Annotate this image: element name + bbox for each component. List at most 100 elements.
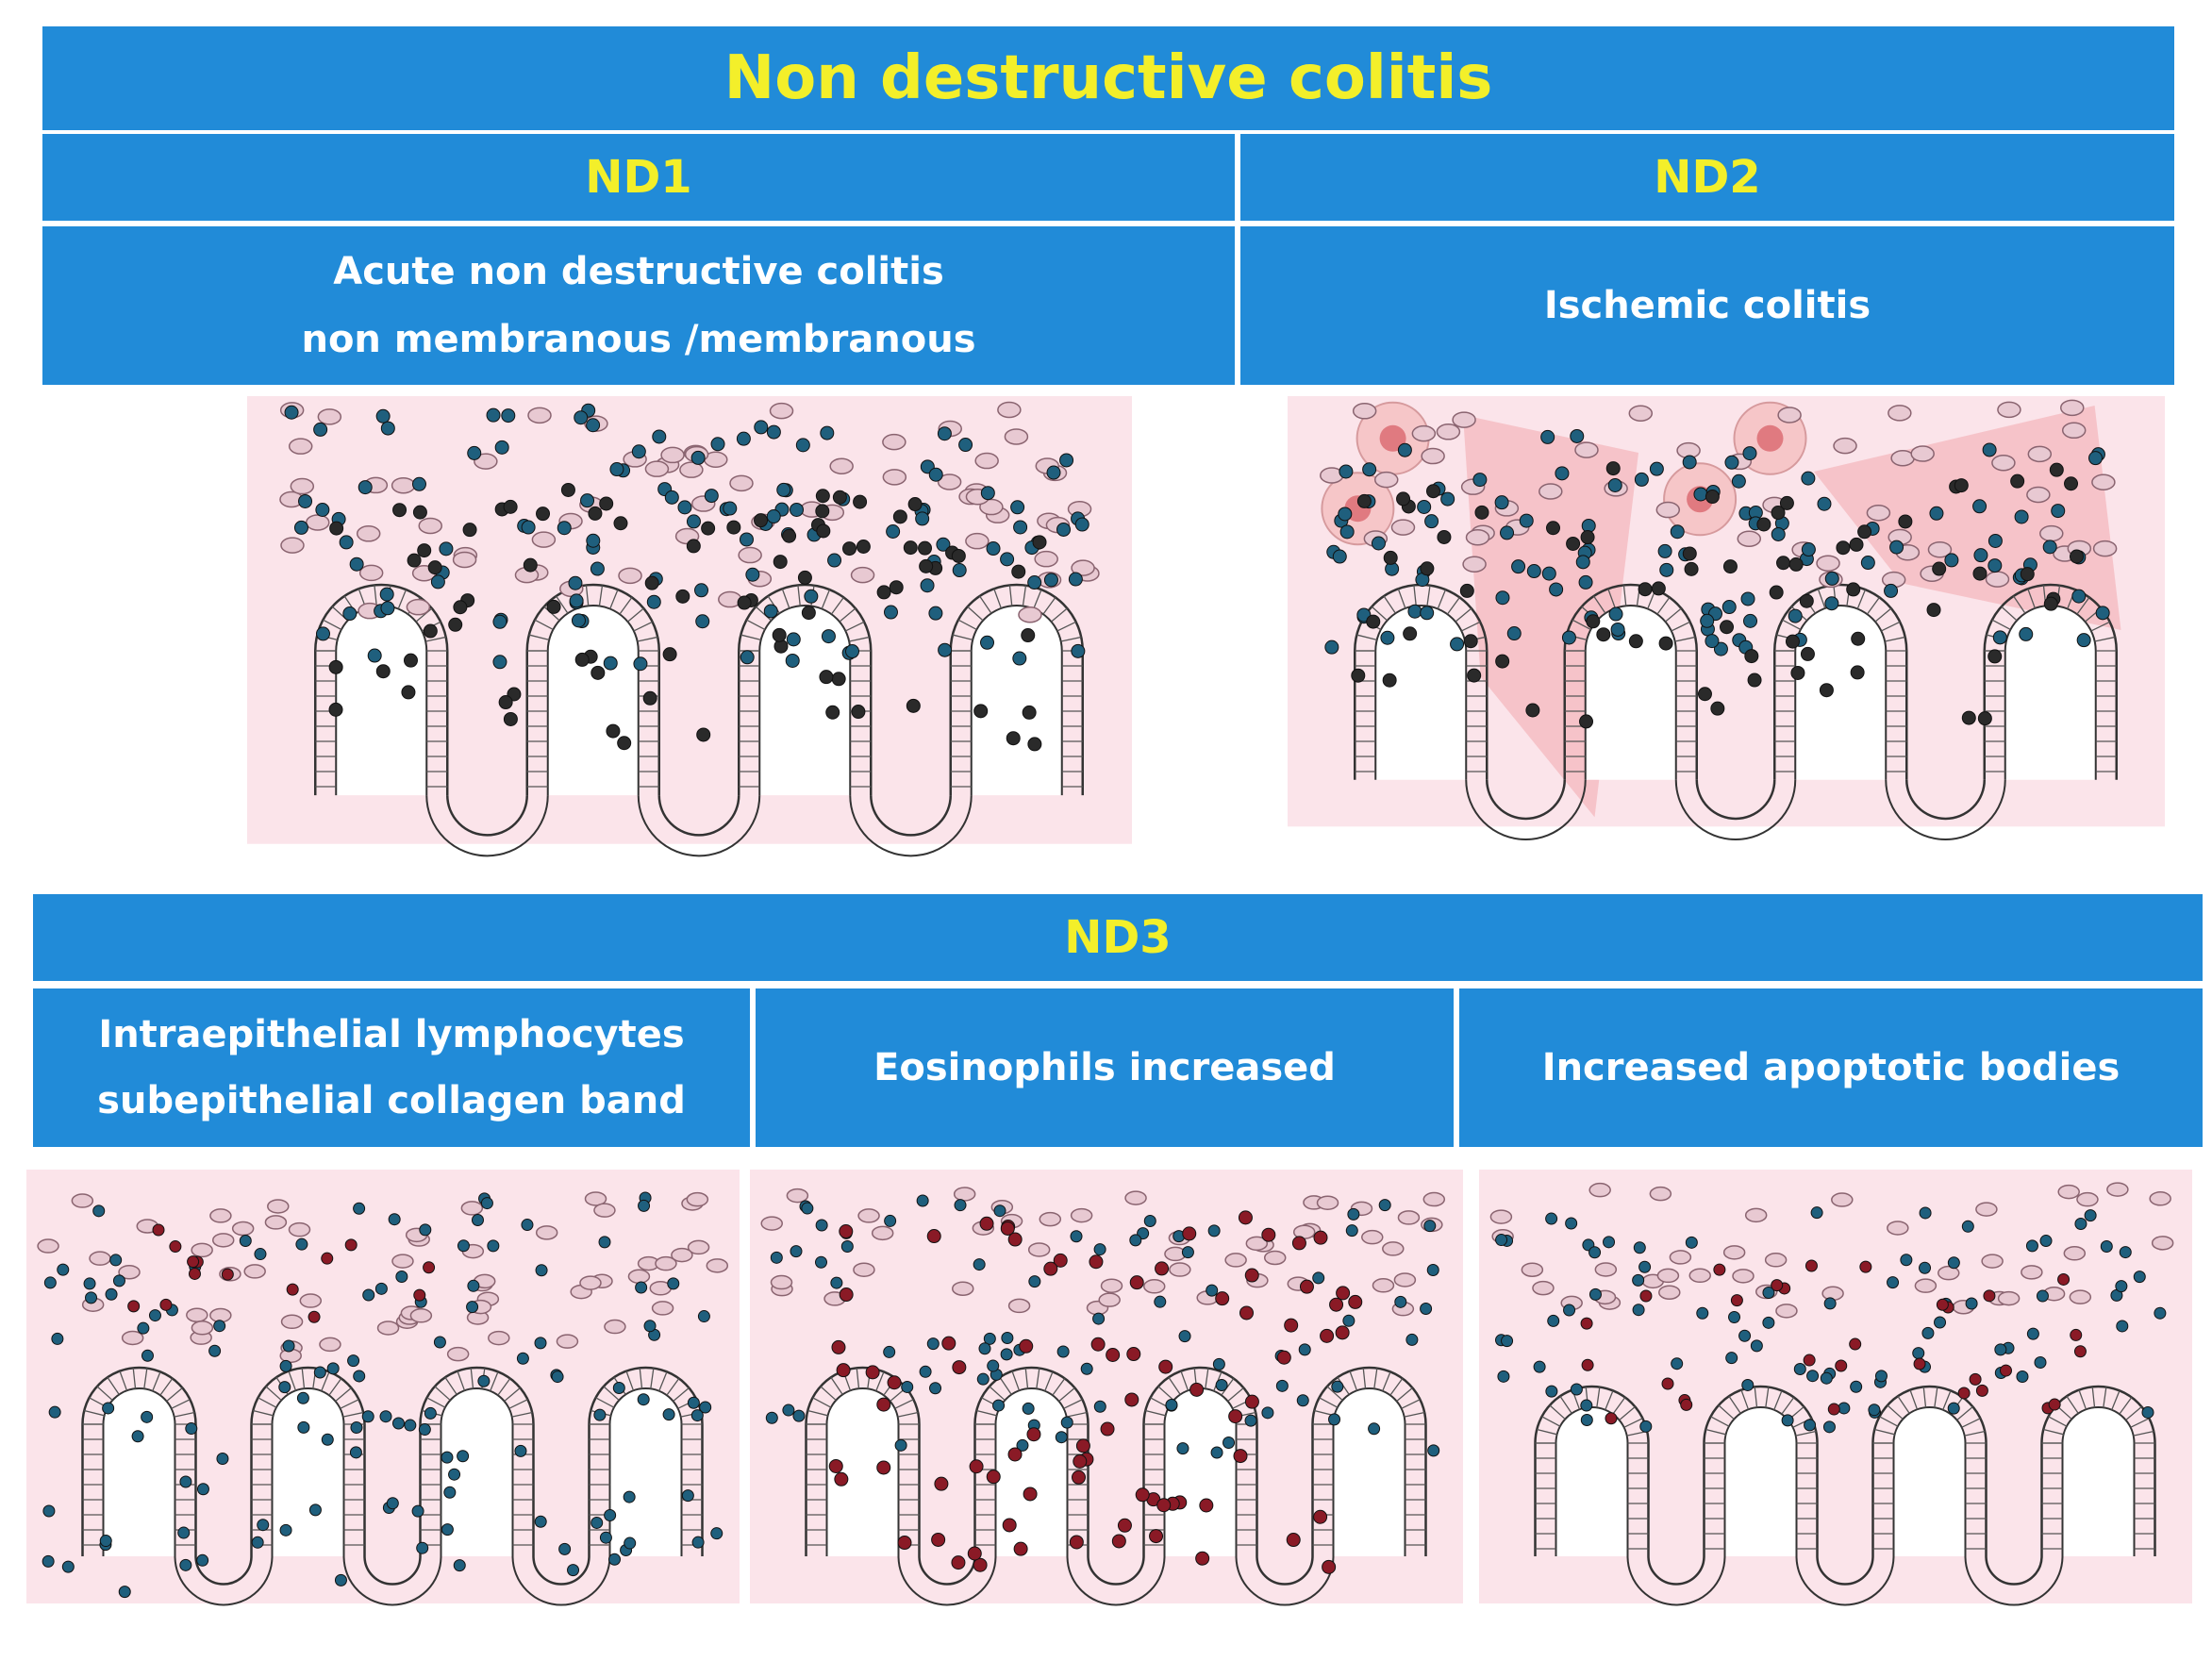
lymphocyte-icon xyxy=(1994,1343,2007,1356)
plasma-cell-icon xyxy=(2149,1191,2171,1206)
lymphocyte-icon xyxy=(467,445,482,460)
lymphocyte-icon xyxy=(1947,1256,1960,1270)
lymphocyte-icon xyxy=(894,1438,907,1452)
lymphocyte-icon xyxy=(349,556,364,572)
lymphocyte-icon xyxy=(296,1391,309,1404)
neutrophil-icon xyxy=(1605,461,1621,476)
plasma-cell-icon xyxy=(1027,1242,1051,1257)
lymphocyte-icon xyxy=(2115,1280,2128,1293)
lymphocyte-icon xyxy=(2016,1370,2029,1383)
lymphocyte-icon xyxy=(282,1339,295,1353)
neutrophil-icon xyxy=(1351,668,1366,683)
neutrophil-icon xyxy=(907,497,923,512)
neutrophil-icon xyxy=(906,698,921,713)
plasma-cell-icon xyxy=(1169,1262,1191,1277)
plasma-cell-icon xyxy=(729,474,754,492)
plasma-cell-icon xyxy=(1465,529,1490,546)
neutrophil-icon xyxy=(1658,636,1673,651)
neutrophil-icon xyxy=(613,516,628,531)
neutrophil-icon xyxy=(1799,593,1814,608)
neutrophil-icon xyxy=(2064,476,2079,491)
lymphocyte-icon xyxy=(467,1279,480,1292)
nd2-description: Ischemic colitis xyxy=(1240,226,2174,385)
lymphocyte-icon xyxy=(342,606,358,622)
neutrophil-icon xyxy=(536,507,551,522)
lymphocyte-icon xyxy=(239,1234,252,1247)
lymphocyte-icon xyxy=(350,1421,363,1435)
lymphocyte-icon xyxy=(1633,1241,1646,1254)
eosinophil-icon xyxy=(187,1255,200,1269)
plasma-cell-icon xyxy=(1352,403,1377,420)
neutrophil-icon xyxy=(1628,634,1643,649)
lymphocyte-icon xyxy=(635,1281,648,1294)
plasma-cell-icon xyxy=(1224,1253,1247,1268)
neutrophil-icon xyxy=(1972,566,1987,581)
lymphocyte-icon xyxy=(590,561,605,576)
lymphocyte-icon xyxy=(1012,651,1027,666)
lymphocyte-icon xyxy=(1154,1295,1167,1308)
lymphocyte-icon xyxy=(315,626,330,641)
neutrophil-icon xyxy=(686,539,701,554)
nd1-illustration xyxy=(247,396,1132,883)
neutrophil-icon xyxy=(1383,550,1398,565)
lymphocyte-icon xyxy=(1588,1287,1602,1301)
lymphocyte-icon xyxy=(815,1219,828,1232)
lymphocyte-icon xyxy=(608,1553,622,1566)
lymphocyte-icon xyxy=(379,1410,392,1423)
plasma-cell-icon xyxy=(1436,424,1461,440)
lymphocyte-icon xyxy=(1804,1419,1817,1432)
lymphocyte-icon xyxy=(1338,507,1353,522)
lymphocyte-icon xyxy=(418,1423,431,1437)
lymphocyte-icon xyxy=(1046,465,1061,480)
lymphocyte-icon xyxy=(443,1486,457,1499)
plasma-cell-icon xyxy=(1688,1268,1711,1284)
lymphocyte-icon xyxy=(1501,1335,1514,1348)
lymphocyte-icon xyxy=(501,408,516,424)
plasma-cell-icon xyxy=(299,1293,323,1308)
eosinophil-icon xyxy=(979,1216,994,1231)
crypt-icon xyxy=(525,583,660,796)
eosinophil-icon xyxy=(1089,1254,1104,1270)
lymphocyte-icon xyxy=(1013,520,1028,535)
nd2-illustration xyxy=(1288,396,2165,864)
neutrophil-icon xyxy=(815,504,830,519)
lymphocyte-icon xyxy=(736,431,751,446)
neutrophil-icon xyxy=(1851,631,1866,646)
plasma-cell-icon xyxy=(474,453,498,470)
nd1-desc-line2: non membranous /membranous xyxy=(301,318,976,361)
lymphocyte-icon xyxy=(105,1287,118,1301)
plasma-cell-icon xyxy=(770,1274,793,1290)
lymphocyte-icon xyxy=(1810,1206,1823,1220)
lymphocyte-icon xyxy=(361,1410,374,1423)
neutrophil-icon xyxy=(1720,620,1735,635)
lymphocyte-icon xyxy=(1339,464,1354,479)
plasma-cell-icon xyxy=(280,537,305,554)
lymphocyte-icon xyxy=(782,1404,795,1417)
neutrophil-icon xyxy=(773,555,788,570)
lymphocyte-icon xyxy=(1068,572,1083,587)
lymphocyte-icon xyxy=(367,648,382,663)
lymphocyte-icon xyxy=(1215,1378,1228,1391)
lymphocyte-icon xyxy=(466,1301,479,1314)
lymphocyte-icon xyxy=(795,438,810,453)
neutrophil-icon xyxy=(2020,567,2035,582)
lymphocyte-icon xyxy=(1743,613,1758,628)
eosinophil-icon xyxy=(1849,1337,1862,1351)
neutrophil-icon xyxy=(951,548,966,563)
lymphocyte-icon xyxy=(557,521,572,536)
lymphocyte-icon xyxy=(1022,1402,1035,1415)
plasma-cell-icon xyxy=(531,531,557,548)
lymphocyte-icon xyxy=(739,532,754,547)
plasma-cell-icon xyxy=(618,567,642,585)
eosinophil-icon xyxy=(1111,1534,1126,1549)
epithelium-base xyxy=(1626,1555,2064,1606)
neutrophil-icon xyxy=(1596,627,1611,642)
neutrophil-icon xyxy=(819,670,834,685)
plasma-cell-icon xyxy=(584,1191,607,1206)
eosinophil-icon xyxy=(1013,1541,1028,1556)
eosinophil-icon xyxy=(1149,1529,1164,1544)
nd3-b-svg xyxy=(750,1170,1463,1606)
plasma-cell-icon xyxy=(953,1187,976,1202)
plasma-cell-icon xyxy=(1034,550,1058,568)
lymphocyte-icon xyxy=(334,1573,347,1586)
